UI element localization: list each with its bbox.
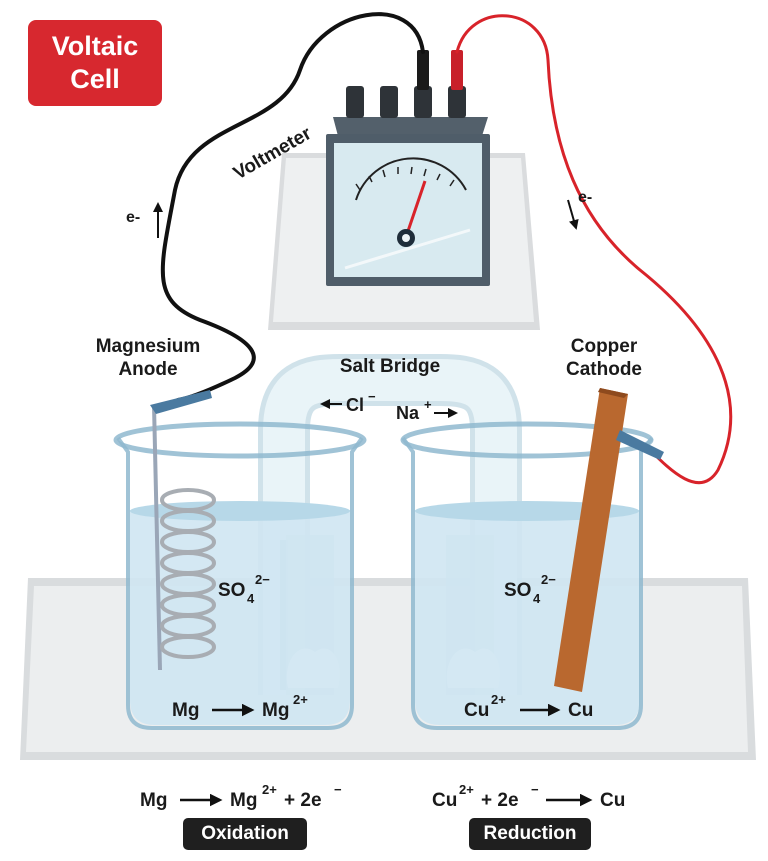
svg-text:2+: 2+ — [262, 782, 277, 797]
right-beaker-reaction: Cu 2+ Cu — [464, 692, 593, 721]
svg-text:+ 2e: + 2e — [481, 790, 519, 811]
oxidation-badge: Oxidation — [183, 818, 307, 850]
svg-text:SO: SO — [218, 580, 245, 601]
copper-cathode — [554, 388, 664, 692]
svg-text:SO: SO — [504, 580, 531, 601]
svg-text:Cu: Cu — [432, 790, 457, 811]
left-beaker-reaction: Mg Mg 2+ — [172, 692, 308, 721]
svg-text:4: 4 — [247, 591, 255, 606]
sodium-charge: + — [424, 397, 432, 412]
title-line2: Cell — [70, 64, 120, 94]
cathode-label-line2: Cathode — [566, 359, 642, 380]
anode-label-line2: Anode — [118, 359, 177, 380]
svg-text:−: − — [531, 782, 539, 797]
electron-label-right: e- — [578, 189, 592, 206]
svg-text:2+: 2+ — [293, 692, 308, 707]
electron-flow-right — [567, 199, 579, 230]
title-line1: Voltaic — [51, 31, 139, 61]
left-beaker — [113, 421, 367, 730]
reduction-badge: Reduction — [469, 818, 591, 850]
svg-text:+ 2e: + 2e — [284, 790, 322, 811]
svg-text:Cu: Cu — [568, 700, 593, 721]
chloride-charge: − — [368, 389, 376, 404]
sulfate-label-left: SO 4 2− — [218, 572, 270, 606]
electron-label-left: e- — [126, 209, 140, 226]
sodium-label: Na — [396, 403, 420, 423]
cathode-label-line1: Copper — [571, 336, 638, 357]
reduction-equation: Cu 2+ + 2e − Cu — [432, 782, 625, 811]
svg-text:Mg: Mg — [140, 790, 167, 811]
svg-text:Mg: Mg — [262, 700, 289, 721]
svg-text:−: − — [334, 782, 342, 797]
svg-text:2−: 2− — [541, 572, 556, 587]
chloride-ion-flow: Cl − — [320, 389, 376, 415]
magnesium-anode — [150, 390, 216, 671]
anode-label-line1: Magnesium — [96, 336, 201, 357]
voltmeter-terminals — [346, 50, 466, 118]
svg-text:2+: 2+ — [459, 782, 474, 797]
title-badge: Voltaic Cell — [28, 20, 162, 106]
sulfate-label-right: SO 4 2− — [504, 572, 556, 606]
voltmeter — [326, 50, 490, 286]
sodium-ion-flow: Na + — [396, 397, 458, 423]
black-wire — [160, 12, 425, 402]
salt-bridge-label: Salt Bridge — [340, 356, 440, 377]
svg-text:4: 4 — [533, 591, 541, 606]
red-wire — [455, 14, 733, 485]
svg-text:2−: 2− — [255, 572, 270, 587]
svg-text:Mg: Mg — [230, 790, 257, 811]
svg-text:2+: 2+ — [491, 692, 506, 707]
svg-text:Cu: Cu — [464, 700, 489, 721]
svg-text:Mg: Mg — [172, 700, 199, 721]
chloride-label: Cl — [346, 395, 364, 415]
oxidation-equation: Mg Mg 2+ + 2e − — [140, 782, 342, 811]
svg-text:Cu: Cu — [600, 790, 625, 811]
